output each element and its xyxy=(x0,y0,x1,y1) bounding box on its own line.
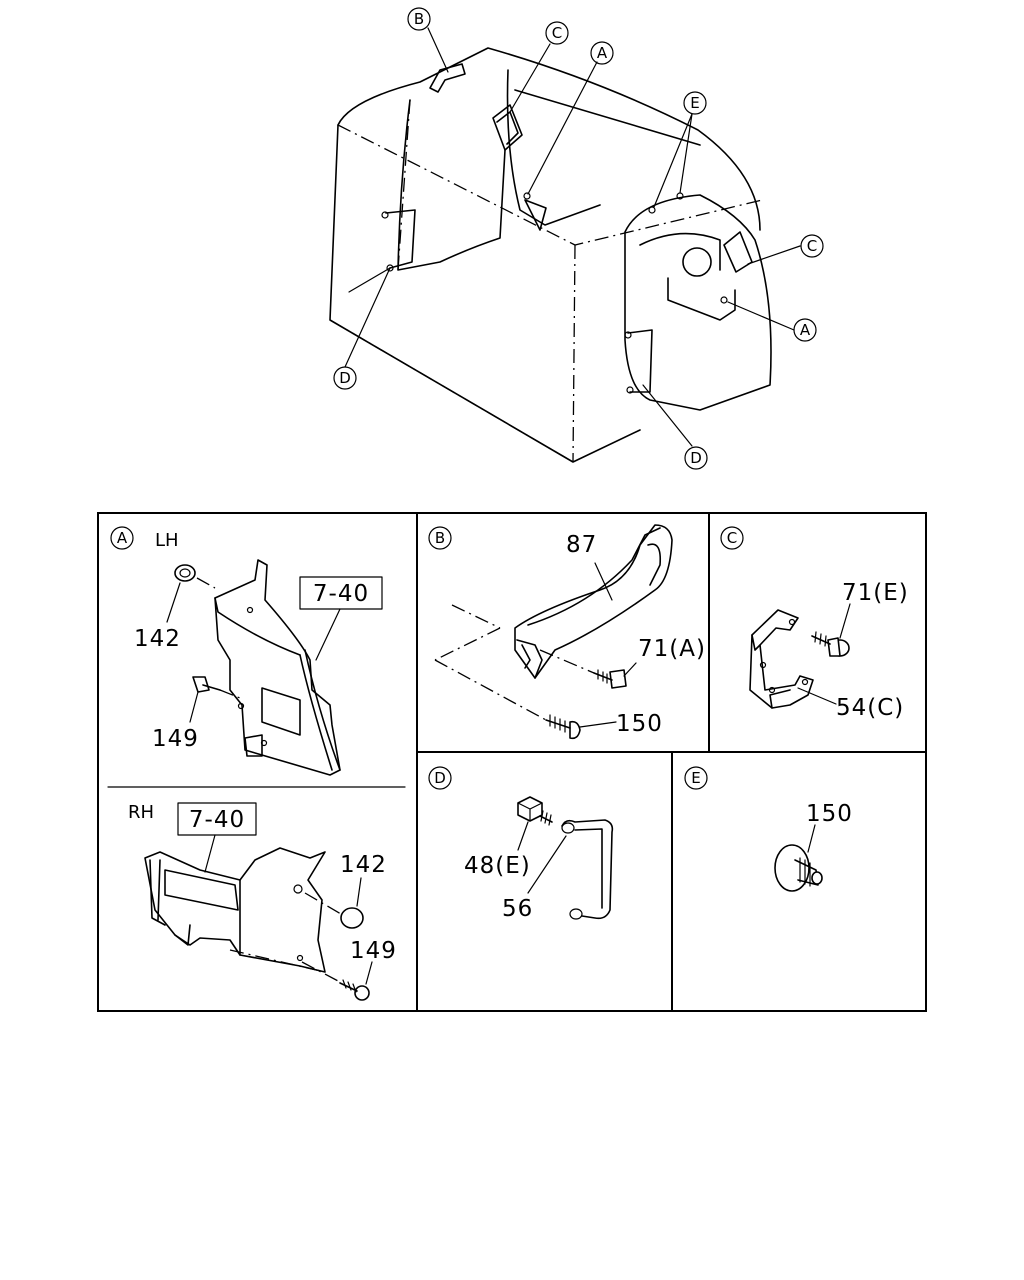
part-150-b: 150 xyxy=(616,711,663,737)
part-71e: 71(E) xyxy=(842,580,909,606)
svg-text:A: A xyxy=(800,321,811,339)
handle-b xyxy=(429,63,466,93)
panel-c: C 54(C) 71(E) xyxy=(720,526,909,721)
svg-text:E: E xyxy=(691,769,700,787)
svg-text:D: D xyxy=(690,449,702,467)
rh-part-142: 142 xyxy=(340,852,387,878)
bolt-48e xyxy=(517,796,553,851)
panel-e-callout: E xyxy=(684,766,708,790)
svg-text:A: A xyxy=(597,44,608,62)
rh-cap-142 xyxy=(304,877,364,929)
grab-rail-56 xyxy=(527,819,614,920)
lh-part-142: 142 xyxy=(134,626,181,652)
panel-a-callout: A xyxy=(110,526,134,550)
callout-c-right: C xyxy=(800,234,824,258)
rh-trim-panel xyxy=(144,847,326,973)
bracket-54c xyxy=(749,609,837,709)
lh-trim-panel xyxy=(214,559,341,776)
detail-grid xyxy=(97,512,927,1012)
part-87: 87 xyxy=(566,532,597,558)
lh-part-149: 149 xyxy=(152,726,199,752)
part-54c: 54(C) xyxy=(836,695,904,721)
panel-a: A LH RH 142 149 xyxy=(110,526,397,1001)
part-150-e: 150 xyxy=(806,801,853,827)
part-56: 56 xyxy=(502,896,533,922)
panel-c-callout: C xyxy=(720,526,744,550)
svg-text:C: C xyxy=(727,529,737,547)
grab-rail-right xyxy=(627,329,653,393)
rh-screw-149 xyxy=(301,961,373,1001)
callout-c-top: C xyxy=(545,21,569,45)
rh-label: RH xyxy=(128,802,154,823)
callout-b-top: B xyxy=(407,7,431,31)
lh-cap-142 xyxy=(166,564,216,623)
svg-text:C: C xyxy=(552,24,562,42)
lh-label: LH xyxy=(155,530,179,551)
svg-text:D: D xyxy=(434,769,446,787)
panel-e: E 150 xyxy=(684,766,853,892)
svg-text:7-40: 7-40 xyxy=(189,807,245,833)
panel-d-callout: D xyxy=(428,766,452,790)
callout-d-left: D xyxy=(333,366,357,390)
panel-b-callout: B xyxy=(428,526,452,550)
svg-text:C: C xyxy=(807,237,817,255)
panel-d: D 48(E) 56 xyxy=(428,766,614,922)
svg-text:D: D xyxy=(339,369,351,387)
part-71a: 71(A) xyxy=(638,636,706,662)
svg-text:E: E xyxy=(690,94,699,112)
clip-150-b xyxy=(545,714,617,740)
callout-d-right: D xyxy=(684,446,708,470)
svg-text:A: A xyxy=(117,529,128,547)
rh-part-149: 149 xyxy=(350,938,397,964)
cab-overview: B C A E C A D D xyxy=(329,7,824,470)
grab-handle-87 xyxy=(514,524,673,679)
callout-a-top: A xyxy=(590,41,614,65)
lh-screw-149 xyxy=(189,676,241,723)
grab-rail-left xyxy=(385,209,416,269)
part-48e: 48(E) xyxy=(464,853,531,879)
callout-a-right: A xyxy=(793,318,817,342)
callout-e-top: E xyxy=(683,91,707,115)
svg-text:B: B xyxy=(435,529,445,547)
svg-text:B: B xyxy=(414,10,424,28)
bolt-71e xyxy=(811,603,851,657)
clip-150-e xyxy=(774,824,823,892)
screw-71a xyxy=(539,649,637,689)
rh-ref-box: 7-40 xyxy=(177,802,257,873)
lh-ref-box: 7-40 xyxy=(299,576,383,661)
svg-text:7-40: 7-40 xyxy=(313,581,369,607)
panel-b: B 87 71(A) 150 xyxy=(428,524,706,740)
